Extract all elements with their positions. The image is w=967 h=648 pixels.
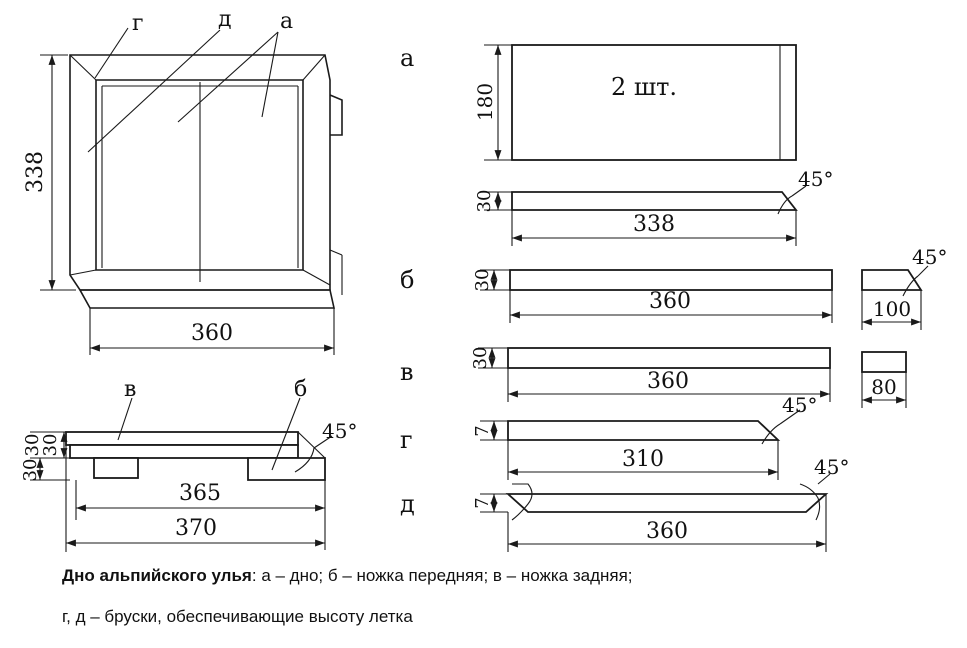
part-d-length: 360 xyxy=(646,519,688,544)
side-label-b: б xyxy=(294,377,307,402)
assembly-label-d: д xyxy=(218,7,232,32)
part-d: д 7 45° 360 xyxy=(400,455,849,552)
part-b-length: 360 xyxy=(649,289,691,314)
part-a-length: 338 xyxy=(633,212,675,237)
side-angle: 45° xyxy=(322,419,357,443)
part-b-end-length: 100 xyxy=(873,297,911,321)
assembly-width-dim: 360 xyxy=(191,321,233,346)
part-g-length: 310 xyxy=(622,447,664,472)
part-a-letter: а xyxy=(400,44,414,72)
assembly-height-dim: 338 xyxy=(23,151,48,193)
caption-text-2: г, д – бруски, обеспечивающие высоту лет… xyxy=(62,607,413,626)
assembly-label-g: г xyxy=(132,11,144,36)
part-d-letter: д xyxy=(400,490,415,518)
part-a-angle: 45° xyxy=(798,167,833,191)
part-a-height: 180 xyxy=(473,83,497,121)
part-b-angle: 45° xyxy=(912,245,947,269)
caption-text-1: а – дно; б – ножка передняя; в – ножка з… xyxy=(261,566,633,585)
part-v-thick: 30 xyxy=(470,347,491,370)
part-d-thick: 7 xyxy=(472,497,493,508)
part-g-thick: 7 xyxy=(472,425,493,436)
assembly-view: г д а 338 360 xyxy=(23,7,343,355)
caption-title: Дно альпийского улья xyxy=(62,566,252,585)
part-b-letter: б xyxy=(400,266,414,294)
part-g: г 7 45° 310 xyxy=(400,393,817,480)
part-v-letter: в xyxy=(400,358,414,386)
part-a: а 2 шт. 180 30 45° 338 xyxy=(400,44,833,246)
side-dim-outer: 370 xyxy=(175,516,217,541)
part-g-letter: г xyxy=(400,426,413,454)
part-v-length: 360 xyxy=(647,369,689,394)
part-g-angle: 45° xyxy=(782,393,817,417)
part-b-thick: 30 xyxy=(472,269,493,292)
side-dim-h1: 30 xyxy=(40,434,61,457)
side-view: в б 30 30 30 45° 365 370 xyxy=(20,377,357,552)
part-d-angle: 45° xyxy=(814,455,849,479)
side-dim-h3: 30 xyxy=(20,459,41,482)
caption-line-2: г, д – бруски, обеспечивающие высоту лет… xyxy=(62,607,413,627)
caption-separator: : xyxy=(251,566,262,585)
caption-line-1: Дно альпийского улья: а – дно; б – ножка… xyxy=(62,566,633,586)
part-a-qty: 2 шт. xyxy=(611,73,677,101)
side-dim-h2: 30 xyxy=(22,434,43,457)
side-label-v: в xyxy=(124,377,136,402)
part-v: в 30 360 80 xyxy=(400,347,907,408)
part-b: б 30 360 45° 100 xyxy=(400,245,947,330)
part-a-thick: 30 xyxy=(474,190,495,213)
assembly-label-a: а xyxy=(280,9,293,34)
part-v-end-length: 80 xyxy=(871,375,896,399)
side-dim-inner: 365 xyxy=(179,481,221,506)
